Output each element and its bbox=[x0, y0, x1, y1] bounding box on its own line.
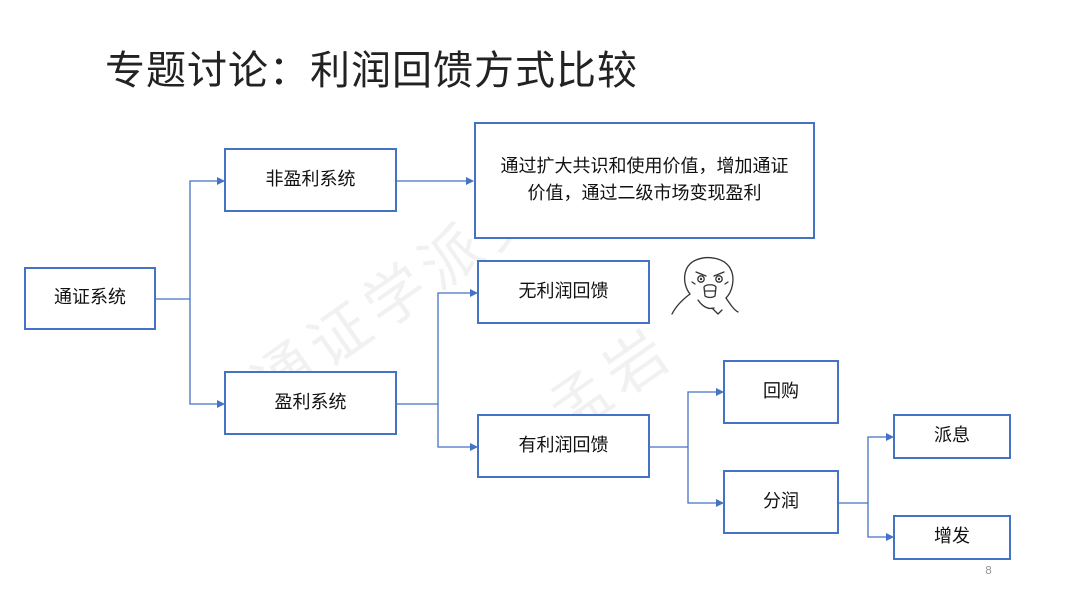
node-no-profit-return: 无利润回馈 bbox=[477, 260, 650, 324]
node-profit-system: 盈利系统 bbox=[224, 371, 397, 435]
connector-profit-share-to-dividend bbox=[838, 433, 894, 504]
page-number: 8 bbox=[985, 564, 992, 577]
connector-profit-share-to-issuance bbox=[867, 503, 894, 541]
node-non-profit-description: 通过扩大共识和使用价值，增加通证价值，通过二级市场变现盈利 bbox=[474, 122, 815, 239]
node-buyback: 回购 bbox=[723, 360, 839, 424]
connector-with-return-to-profit-share bbox=[687, 447, 724, 507]
connector-root-to-non-profit bbox=[156, 177, 225, 300]
node-issuance: 增发 bbox=[893, 515, 1011, 560]
node-with-profit-return: 有利润回馈 bbox=[477, 414, 650, 478]
rage-face-icon bbox=[671, 257, 739, 315]
node-non-profit-system: 非盈利系统 bbox=[224, 148, 397, 212]
page-title: 专题讨论：利润回馈方式比较 bbox=[105, 48, 638, 94]
connector-profit-to-no-return bbox=[397, 289, 478, 405]
node-token-system: 通证系统 bbox=[24, 267, 156, 330]
node-dividend: 派息 bbox=[893, 414, 1011, 459]
node-profit-share: 分润 bbox=[723, 470, 839, 534]
connector-root-to-profit bbox=[189, 299, 225, 408]
connector-profit-to-with-return bbox=[437, 404, 478, 451]
connector-with-return-to-buyback bbox=[650, 388, 724, 448]
